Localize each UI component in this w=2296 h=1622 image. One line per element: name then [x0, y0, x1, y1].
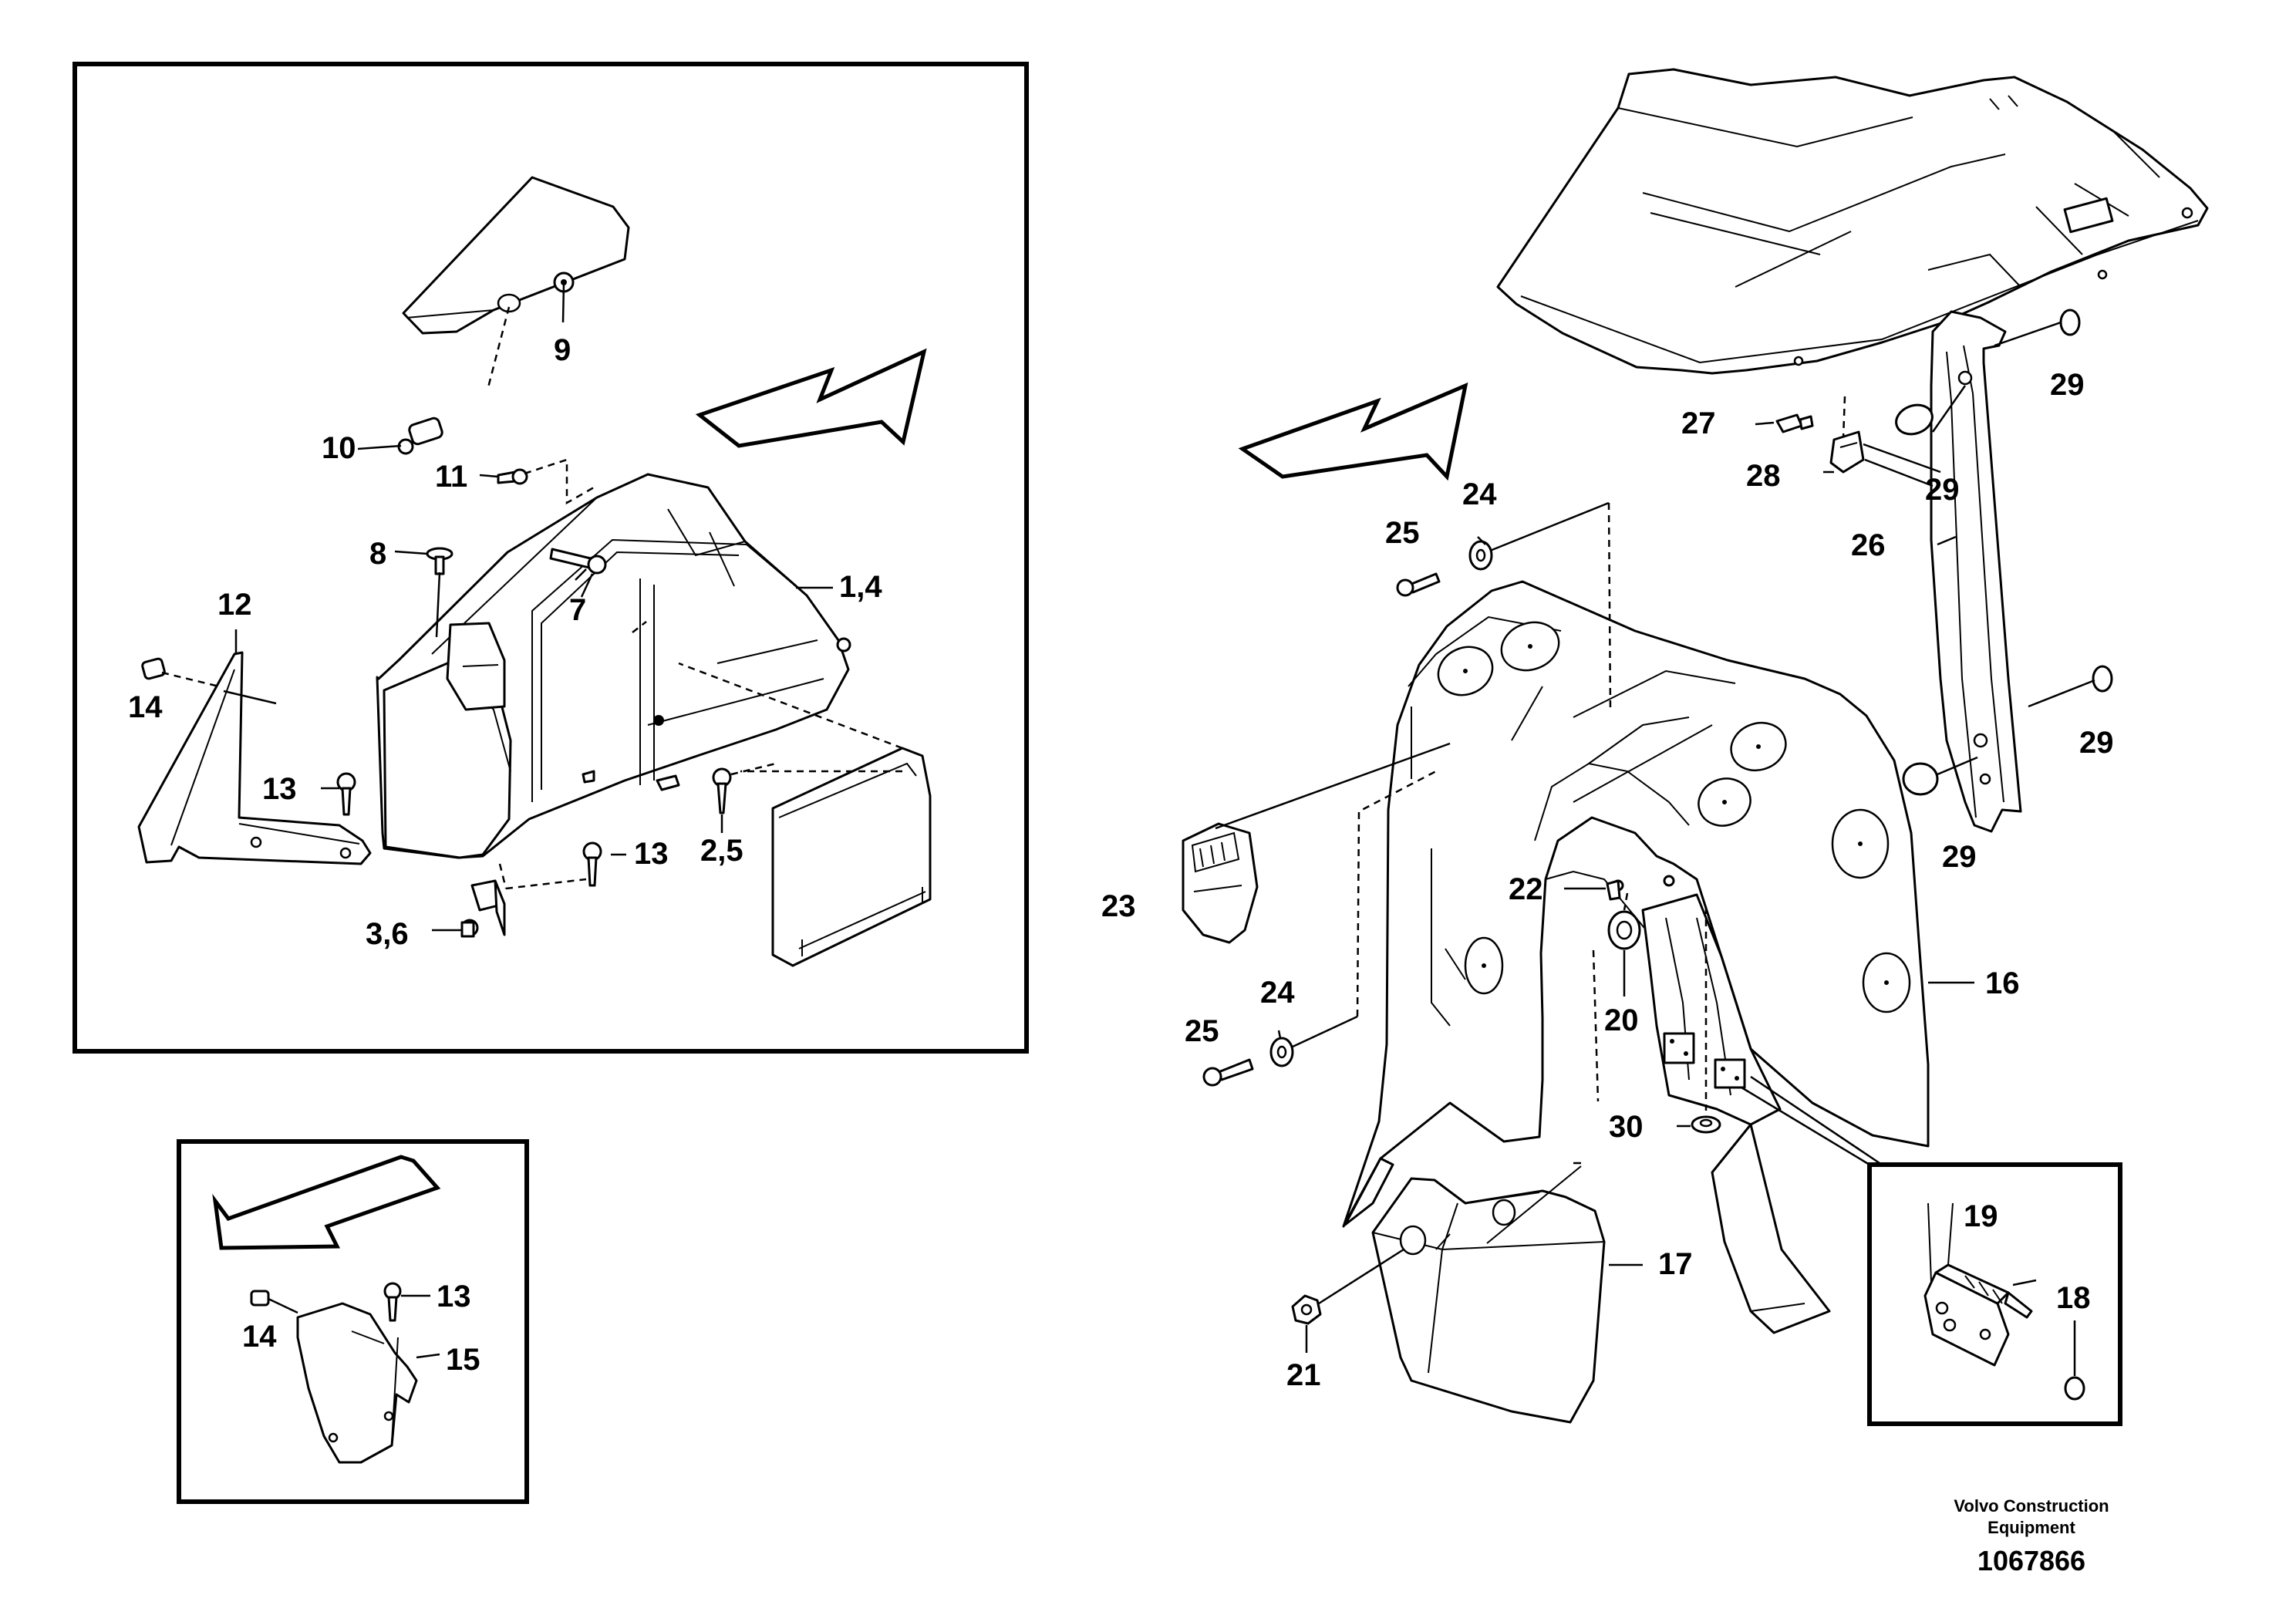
label-23: 23	[1101, 889, 1136, 923]
label-30: 30	[1609, 1110, 1644, 1144]
label-18: 18	[2056, 1281, 2091, 1315]
part-hinge-19	[1923, 1202, 2033, 1367]
part-screw-27	[1775, 413, 1814, 433]
brand-line-2: Equipment	[1988, 1518, 2075, 1537]
part-nut-21	[1291, 1294, 1322, 1325]
label-14: 14	[128, 690, 163, 724]
label-20: 20	[1604, 1003, 1639, 1037]
part-screw-25-lower	[1202, 1058, 1254, 1087]
direction-arrow	[1238, 382, 1468, 481]
label-12: 12	[217, 588, 252, 622]
part-cap-29-d	[1902, 762, 1939, 796]
label-15: 15	[446, 1343, 480, 1377]
label-29: 29	[2079, 726, 2114, 760]
part-cap-29-a	[2059, 309, 2081, 336]
label-27: 27	[1681, 406, 1716, 440]
label-22: 22	[1509, 872, 1543, 906]
part-console-body	[376, 473, 851, 859]
part-grommet-30	[1691, 1115, 1721, 1134]
part-washer-24-upper	[1468, 540, 1493, 571]
label-7: 7	[569, 593, 586, 627]
label-13: 13	[262, 772, 297, 806]
direction-arrow	[212, 1155, 441, 1250]
part-screw-13-b	[383, 1282, 402, 1322]
part-screw-25-upper	[1396, 572, 1441, 597]
footer-brand: Volvo Construction Equipment 1067866	[1954, 1496, 2109, 1576]
part-pin-8	[426, 547, 453, 575]
label-19: 19	[1964, 1199, 1998, 1233]
label-25: 25	[1385, 516, 1420, 550]
part-grommet-20	[1607, 910, 1641, 950]
part-screw-13-lower	[582, 841, 602, 887]
part-box-17	[1371, 1165, 1606, 1424]
label-29: 29	[1942, 840, 1977, 874]
part-bracket-3-6	[460, 879, 506, 938]
part-cap-29-c	[2092, 665, 2113, 693]
detail-frame-panel-15	[177, 1139, 529, 1504]
part-washer-24-lower	[1269, 1037, 1294, 1067]
drawing-number: 1067866	[1977, 1545, 2085, 1576]
part-vent-23	[1182, 822, 1259, 944]
label-24: 24	[1462, 477, 1497, 511]
label-8: 8	[369, 537, 386, 571]
part-side-panel-12	[137, 651, 372, 865]
label-10: 10	[322, 431, 356, 465]
part-front-cover	[771, 747, 932, 967]
part-pillar-trim-26	[1930, 310, 2022, 833]
part-top-cap	[402, 176, 630, 335]
part-clip-10	[397, 416, 443, 455]
detail-frame-console	[72, 62, 1029, 1054]
part-clip-22	[1606, 879, 1621, 901]
label-29: 29	[2050, 368, 2085, 402]
part-clip-14-b	[250, 1290, 270, 1307]
part-roof	[1496, 68, 2209, 375]
part-console-16	[1342, 580, 1930, 1334]
label-13: 13	[437, 1280, 471, 1313]
label-11: 11	[435, 460, 467, 494]
label-1-4: 1,4	[839, 570, 882, 604]
part-cap-29-b	[1895, 403, 1934, 436]
part-screw-13-left	[336, 772, 356, 816]
main-assembly	[1182, 68, 2209, 1426]
label-17: 17	[1658, 1247, 1693, 1281]
label-25: 25	[1185, 1014, 1219, 1048]
label-24: 24	[1260, 976, 1295, 1010]
label-2-5: 2,5	[700, 834, 743, 868]
part-pin-18	[2064, 1376, 2085, 1401]
label-3-6: 3,6	[366, 917, 409, 951]
label-28: 28	[1746, 459, 1781, 493]
label-13: 13	[634, 837, 669, 871]
part-screw-2-5	[712, 767, 732, 814]
brand-line-1: Volvo Construction	[1954, 1496, 2109, 1516]
detail-frame-hinge	[1741, 1075, 2122, 1426]
part-panel-15	[296, 1302, 418, 1464]
part-bolt-7	[549, 548, 607, 575]
label-21: 21	[1286, 1358, 1321, 1392]
label-29: 29	[1925, 473, 1960, 507]
label-16: 16	[1985, 966, 2020, 1000]
label-26: 26	[1851, 528, 1886, 562]
part-clip-14	[141, 657, 166, 680]
part-clip-28	[1829, 430, 1865, 474]
callout-labels: 9 10 11 8 7 1,4 12 14 13 2,5 13 3,6 13 1…	[128, 333, 2114, 1392]
label-14: 14	[242, 1320, 277, 1354]
part-screw-11	[497, 468, 528, 485]
direction-arrow	[695, 348, 927, 448]
label-9: 9	[554, 333, 571, 367]
